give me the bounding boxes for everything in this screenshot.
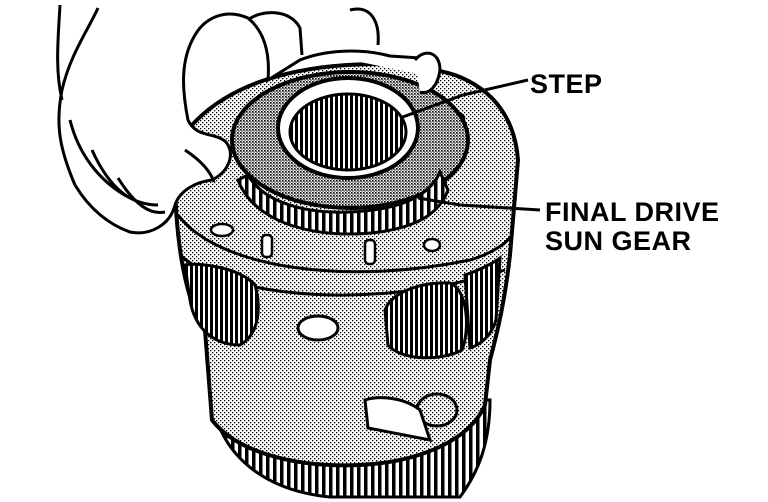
lug-2 xyxy=(363,238,377,266)
finger-line-2 xyxy=(90,149,159,207)
right-window xyxy=(383,281,468,360)
sun-gear-teeth xyxy=(236,168,450,236)
thumb xyxy=(413,51,442,95)
finger-line-4 xyxy=(184,148,216,183)
sun-gear-leader xyxy=(417,196,541,212)
bolt-hole-1 xyxy=(209,222,235,238)
upper-rim xyxy=(176,214,514,274)
finger-line-3 xyxy=(116,177,166,215)
right-edge-window xyxy=(463,254,502,350)
final-drive-label-line2: SUN GEAR xyxy=(545,226,692,256)
sleeve-line xyxy=(56,4,64,101)
lower-bracket xyxy=(363,396,433,442)
oval-hole-center xyxy=(296,314,340,342)
step-label: STEP xyxy=(530,69,603,99)
leader-lines xyxy=(399,78,541,212)
center-bore-spline xyxy=(288,92,408,172)
finger-top-2 xyxy=(349,7,380,46)
bolt-hole-2 xyxy=(422,237,442,253)
hand-illustration xyxy=(56,4,442,235)
finger-top xyxy=(247,11,304,56)
left-window xyxy=(183,262,260,347)
final-drive-sun-gear-label: FINAL DRIVE SUN GEAR xyxy=(545,198,720,256)
gear-assembly xyxy=(172,62,521,499)
final-drive-label-line1: FINAL DRIVE xyxy=(545,197,720,227)
hand-outline xyxy=(57,7,440,235)
lug-1 xyxy=(260,233,274,259)
step-leader xyxy=(399,78,529,120)
